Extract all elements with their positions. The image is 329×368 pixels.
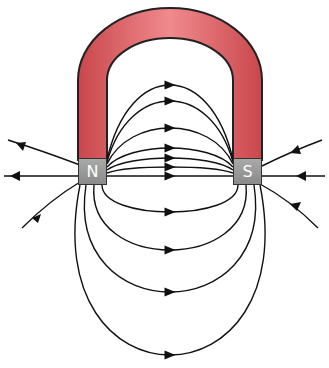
outer-field-lines [4, 140, 325, 228]
south-pole: S [233, 158, 262, 185]
field-line [84, 185, 255, 296]
field-line [102, 185, 238, 216]
field-line [107, 97, 233, 162]
field-line [107, 124, 233, 164]
field-line [107, 172, 233, 181]
north-pole: N [78, 158, 107, 185]
pole-label: N [87, 164, 99, 180]
field-line [107, 163, 233, 173]
field-line [75, 185, 265, 359]
field-line [94, 185, 247, 254]
pole-label: S [242, 164, 252, 180]
field-line [107, 81, 233, 160]
outer-arrowheads [10, 142, 306, 223]
field-line [107, 144, 233, 167]
horseshoe-body [78, 8, 262, 160]
